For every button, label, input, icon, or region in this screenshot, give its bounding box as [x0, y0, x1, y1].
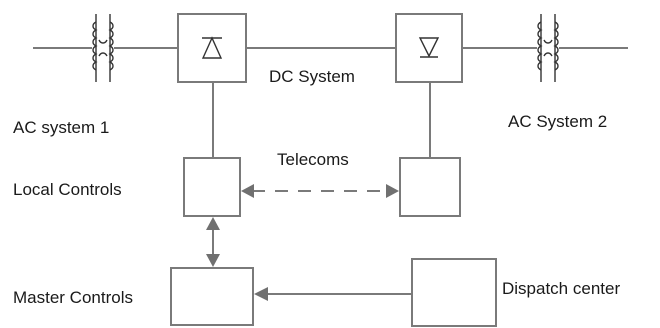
transformer-right-icon — [537, 14, 559, 82]
dispatch-center-label: Dispatch center — [502, 279, 620, 298]
master-controls-box — [170, 267, 254, 326]
dispatch-center-box — [411, 258, 497, 327]
transformer-left-icon — [92, 14, 114, 82]
ac-system-1-label: AC system 1 — [13, 118, 109, 137]
rectifier-icon — [201, 36, 223, 59]
inverter-icon — [418, 37, 440, 58]
dc-system-label: DC System — [269, 67, 355, 86]
remote-controls-box — [399, 157, 461, 217]
local-controls-label: Local Controls — [13, 180, 122, 199]
dispatch-master-arrow-icon — [254, 287, 268, 301]
telecoms-label: Telecoms — [277, 150, 349, 169]
telecoms-arrow-right-icon — [386, 184, 399, 198]
master-controls-label: Master Controls — [13, 288, 133, 307]
rectifier-box — [177, 13, 247, 83]
telecoms-arrow-left-icon — [241, 184, 254, 198]
local-master-arrow-down-icon — [206, 254, 220, 267]
inverter-box — [395, 13, 463, 83]
ac-system-2-label: AC System 2 — [508, 112, 607, 131]
local-master-arrow-up-icon — [206, 217, 220, 230]
local-controls-box — [183, 157, 241, 217]
